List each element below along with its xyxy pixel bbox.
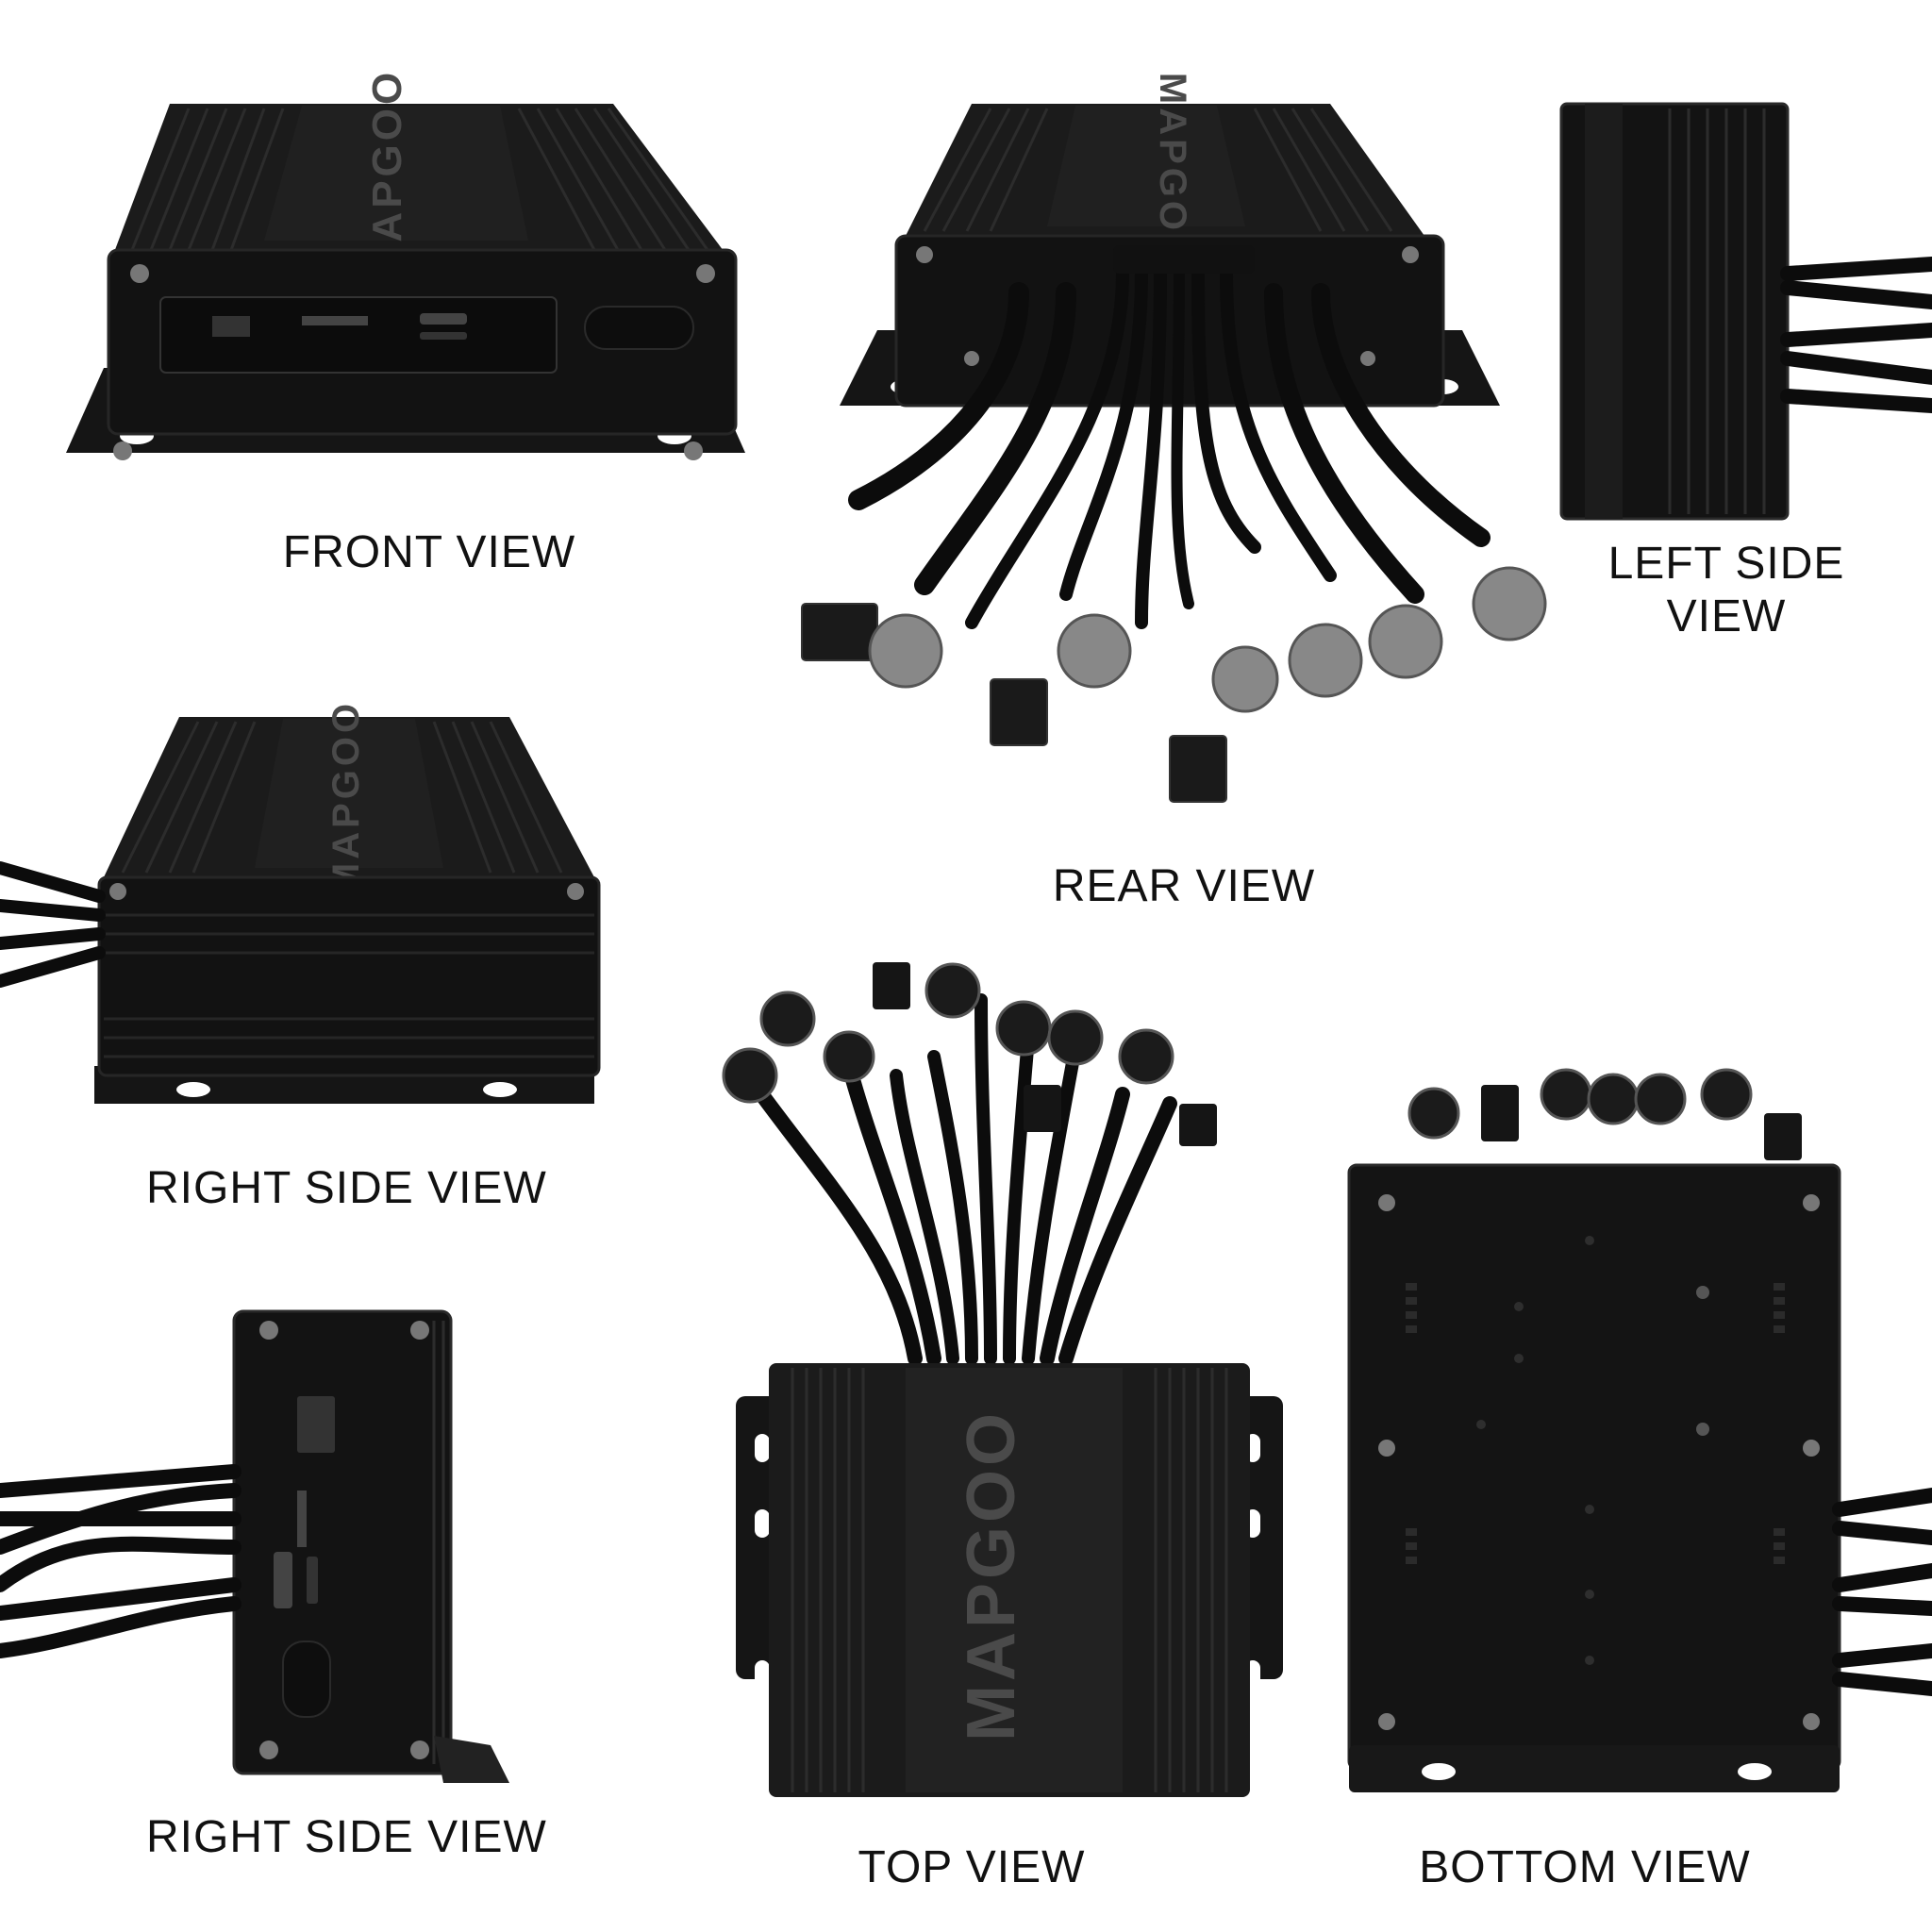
connector-icon	[1407, 1087, 1460, 1140]
bottom-view-device-image	[1347, 1068, 1932, 1792]
right-side-view-2-panel: RIGHT SIDE VIEW	[0, 1302, 566, 1906]
svg-text:MAPGOO: MAPGOO	[325, 700, 367, 894]
caption-left-side-view: LEFT SIDE VIEW	[1607, 539, 1845, 641]
screw-icon	[259, 1321, 278, 1340]
screw-icon	[109, 883, 126, 900]
connector-icon	[1368, 604, 1443, 679]
screw-icon	[1378, 1440, 1395, 1457]
top-view-device-image: MAPGOO	[722, 962, 1283, 1797]
connector-icon	[1634, 1073, 1687, 1125]
connector-icon	[924, 962, 981, 1019]
screw-icon	[916, 246, 933, 263]
connector-icon	[759, 991, 816, 1047]
rear-view-panel: MAPGOO	[801, 73, 1575, 924]
screw-icon	[964, 351, 979, 366]
mount-slot	[755, 1660, 770, 1689]
screw-icon	[113, 441, 132, 460]
screw-icon	[684, 441, 703, 460]
mount-slot	[755, 1434, 770, 1462]
connector-icon	[1540, 1068, 1592, 1121]
front-view-panel: MAPGOO FRONT VIEW	[28, 69, 783, 594]
screw-icon	[1402, 246, 1419, 263]
mount-hole	[1738, 1763, 1772, 1780]
caption-right-side-view-2: RIGHT SIDE VIEW	[146, 1812, 547, 1862]
caption-top-view: TOP VIEW	[858, 1842, 1086, 1892]
rear-view-device-image: MAPGOO	[801, 73, 1547, 803]
screw-icon	[259, 1740, 278, 1759]
bottom-view-panel: BOTTOM VIEW	[1330, 1057, 1932, 1915]
connector-icon	[1472, 566, 1547, 641]
brand-logo: MAPGOO	[364, 69, 410, 280]
right-side-view-1-panel: MAPGOO RIGHT SIDE VIEW	[0, 700, 613, 1236]
mount-hole	[176, 1082, 210, 1097]
caption-front-view: FRONT VIEW	[282, 527, 576, 577]
screw-icon	[1696, 1286, 1709, 1299]
screw-icon	[410, 1321, 429, 1340]
brand-logo: MAPGOO	[954, 1409, 1029, 1741]
screw-icon	[1803, 1194, 1820, 1211]
screw-icon	[1360, 351, 1375, 366]
connector-icon	[1211, 645, 1279, 713]
screw-icon	[130, 264, 149, 283]
screw-icon	[1803, 1713, 1820, 1730]
screw-icon	[1378, 1194, 1395, 1211]
screw-icon	[1803, 1440, 1820, 1457]
connector-icon	[1047, 1009, 1104, 1066]
connector-icon	[1118, 1028, 1174, 1085]
connector-icon	[1700, 1068, 1753, 1121]
mount-slot	[755, 1509, 770, 1538]
front-view-device-image: MAPGOO	[66, 69, 745, 460]
caption-bottom-view: BOTTOM VIEW	[1419, 1842, 1751, 1892]
screw-icon	[567, 883, 584, 900]
mount-hole	[1422, 1763, 1456, 1780]
screw-icon	[1378, 1713, 1395, 1730]
mount-hole	[483, 1082, 517, 1097]
connector-icon	[823, 1030, 875, 1083]
connector-icon	[1057, 613, 1132, 689]
connector-icon	[1288, 623, 1363, 698]
screw-icon	[410, 1740, 429, 1759]
screw-icon	[1696, 1423, 1709, 1436]
top-view-panel: MAPGOO TOP VIEW	[698, 943, 1321, 1915]
left-side-view-panel: LEFT SIDE VIEW	[1557, 94, 1932, 660]
caption-right-side-view-1: RIGHT SIDE VIEW	[146, 1163, 547, 1213]
connector-icon	[995, 1000, 1052, 1057]
caption-rear-view: REAR VIEW	[1052, 861, 1316, 911]
connector-icon	[722, 1047, 778, 1104]
connector-icon	[868, 613, 943, 689]
right-side-view-1-device-image: MAPGOO	[0, 700, 601, 1104]
connector-icon	[1587, 1073, 1640, 1125]
left-side-view-device-image	[1559, 102, 1932, 521]
right-side-view-2-device-image	[0, 1309, 509, 1783]
screw-icon	[696, 264, 715, 283]
